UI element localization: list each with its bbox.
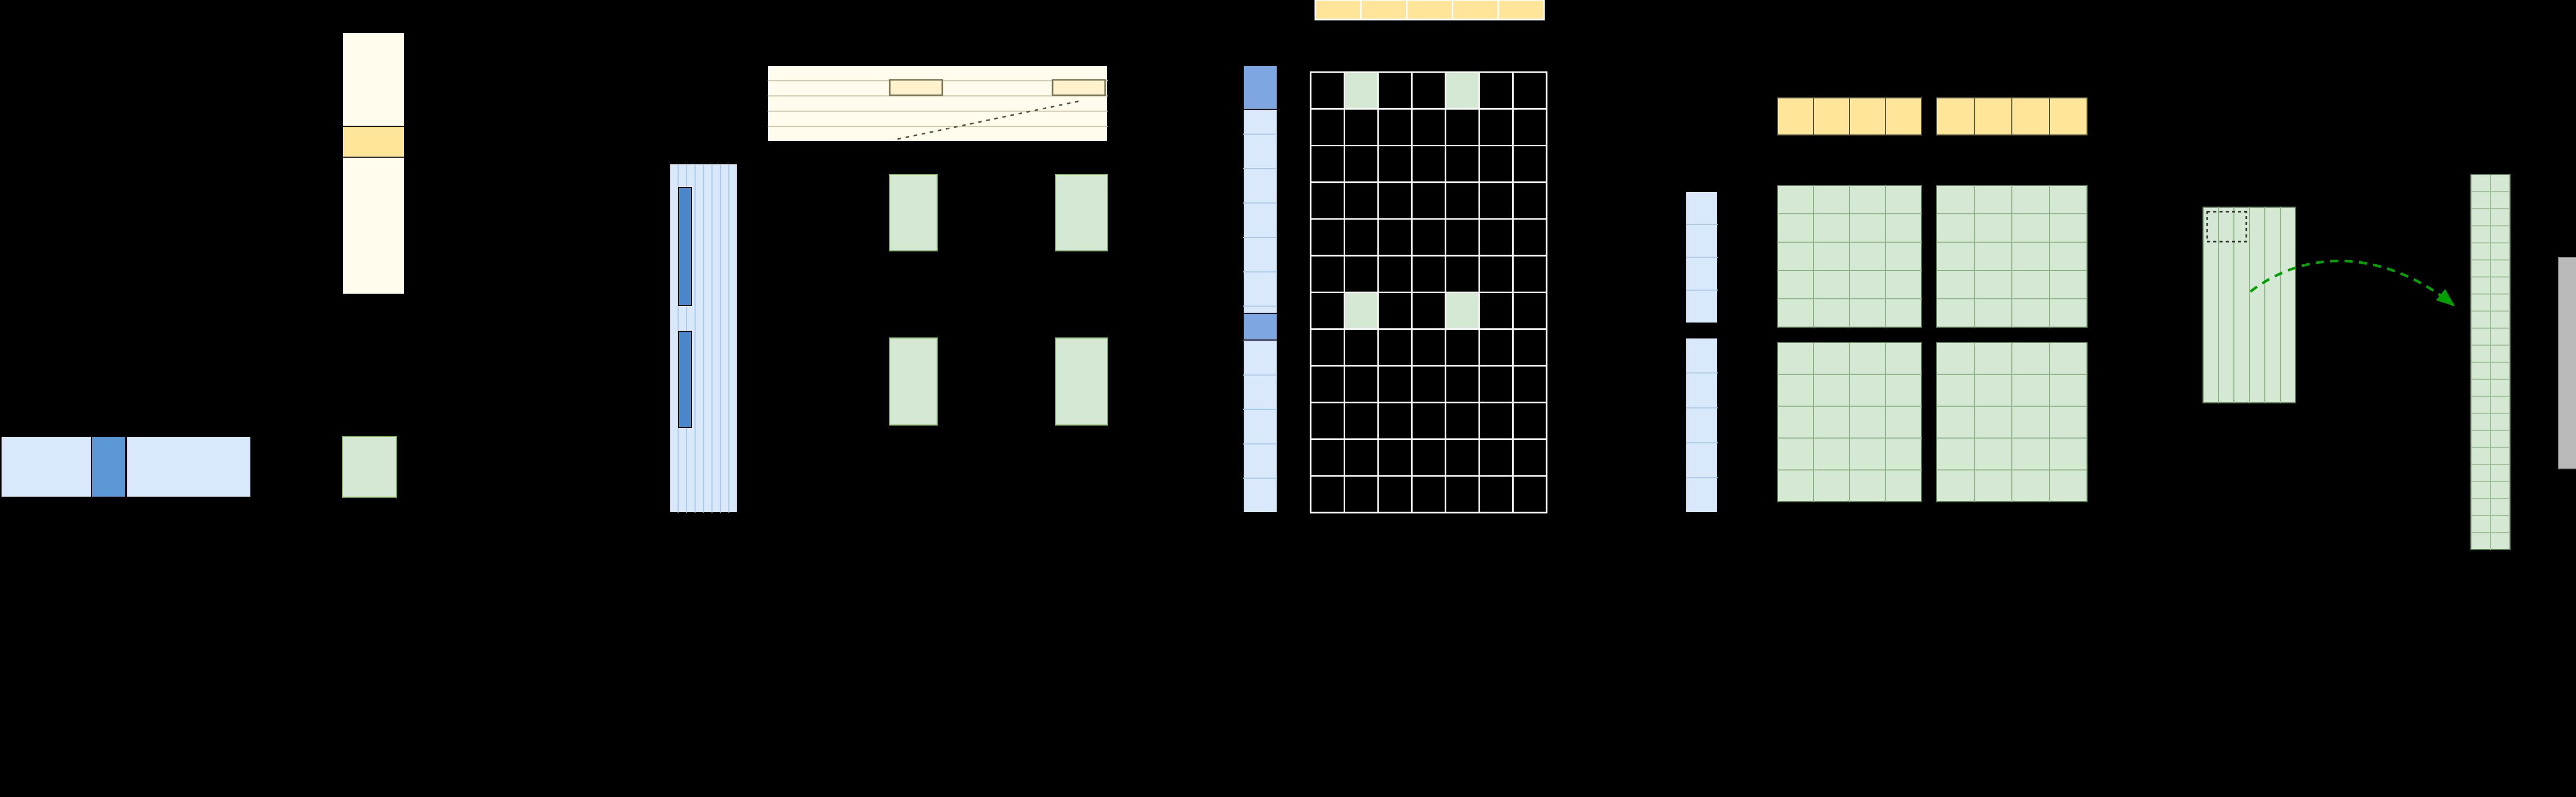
cream-table-cell-box-right — [1052, 79, 1106, 96]
sparse-grid-cell-2 — [1446, 72, 1480, 109]
green-tile-upper-left — [889, 174, 938, 251]
cream-table-dotted-line — [897, 100, 1080, 140]
sparse-grid-cell-1 — [1344, 72, 1378, 109]
green-grid-bottom-right — [1936, 342, 2088, 502]
sparse-grid-cell-4 — [1446, 293, 1480, 329]
green-grid-bottom-left — [1777, 342, 1922, 502]
matrix-selected-column-upper — [678, 187, 692, 306]
sparse-grid — [1310, 71, 1548, 514]
green-tile-upper-right — [1055, 174, 1108, 251]
gray-bar — [2558, 257, 2576, 469]
green-result-cell — [342, 436, 397, 498]
green-dashed-arrow — [2249, 260, 2455, 307]
blue-index-selected-top — [1243, 65, 1278, 110]
row-vector-selected-segment — [91, 436, 126, 498]
ivory-column-selected-segment — [342, 126, 405, 158]
green-detail-panel — [2202, 207, 2296, 403]
detail-dotted-selection — [2206, 211, 2247, 243]
matrix-selected-column-lower — [678, 331, 692, 428]
tall-green-strip — [2470, 174, 2511, 550]
sparse-grid-cell-3 — [1344, 293, 1378, 329]
green-tile-lower-left — [889, 337, 938, 426]
green-grid-top-left — [1777, 185, 1922, 328]
blue-index-selected-mid — [1243, 313, 1278, 341]
yellow-row-left — [1777, 97, 1922, 135]
blue-segment-column-upper — [1685, 191, 1718, 324]
yellow-row-right — [1936, 97, 2088, 135]
cream-table — [767, 65, 1108, 142]
green-grid-top-right — [1936, 185, 2088, 328]
cream-table-cell-box-left — [889, 79, 943, 96]
blue-segment-column-lower — [1685, 337, 1718, 513]
green-tile-lower-right — [1055, 337, 1108, 426]
yellow-header-strip — [1314, 0, 1545, 21]
blue-index-column — [1243, 65, 1278, 513]
ivory-column — [342, 32, 405, 295]
